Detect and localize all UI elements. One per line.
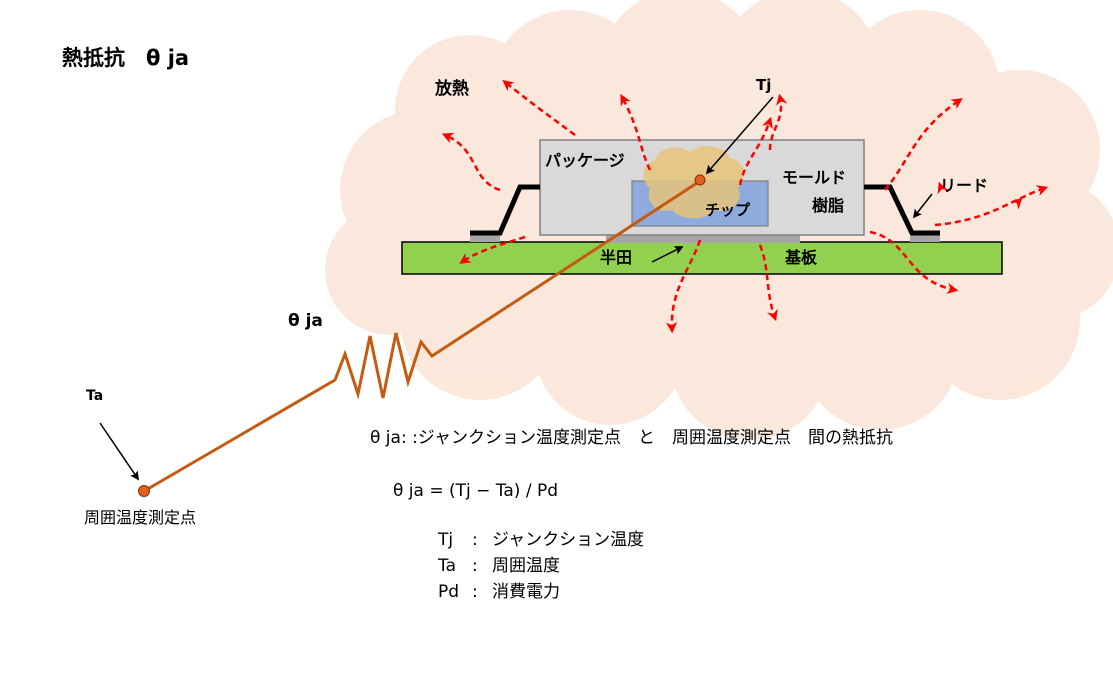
solder-layer — [606, 235, 800, 243]
tj-label: Tj — [756, 76, 772, 94]
solder-pad-left — [470, 232, 500, 242]
tj-point — [694, 174, 706, 186]
legend-symbol: Pd — [438, 582, 460, 602]
lead-label: リード — [940, 176, 989, 195]
heat-cloud — [325, 0, 1113, 440]
solder-leader — [651, 246, 684, 263]
substrate-label: 基板 — [785, 248, 818, 267]
heat-release-label: 放熱 — [435, 79, 469, 99]
lead-right — [864, 184, 940, 236]
formula-text: θ ja = (Tj − Ta) / Pd — [393, 481, 558, 501]
chip-label: チップ — [705, 201, 751, 219]
tj-leader — [705, 96, 774, 175]
legend-symbol: Tj — [438, 530, 454, 550]
theta-ja-label: θ ja — [288, 311, 323, 331]
mold-label: モールド — [782, 168, 847, 187]
package-label: パッケージ — [545, 151, 625, 170]
legend-meaning: 周囲温度 — [492, 556, 560, 576]
ta-point — [138, 485, 150, 497]
ambient-point-label: 周囲温度測定点 — [84, 508, 197, 527]
legend-sep: : — [472, 530, 478, 550]
legend-meaning: ジャンクション温度 — [492, 530, 645, 550]
legend-sep: : — [472, 556, 478, 576]
lead-left — [470, 184, 540, 236]
legend-symbol: Ta — [438, 556, 456, 576]
resistor-wire — [145, 179, 701, 492]
lead-leader — [912, 193, 933, 219]
solder-pad-right — [910, 232, 940, 242]
heat-flow-arrows — [441, 79, 1049, 334]
ta-label: Ta — [86, 388, 104, 404]
ta-leader — [99, 422, 140, 481]
resin-label: 樹脂 — [812, 196, 845, 215]
legend-meaning: 消費電力 — [492, 582, 560, 602]
definition-text: θ ja: :ジャンクション温度測定点 と 周囲温度測定点 間の熱抵抗 — [370, 428, 893, 448]
solder-label: 半田 — [600, 248, 633, 267]
legend-sep: : — [472, 582, 478, 602]
page-title: 熱抵抗 θ ja — [62, 46, 190, 70]
